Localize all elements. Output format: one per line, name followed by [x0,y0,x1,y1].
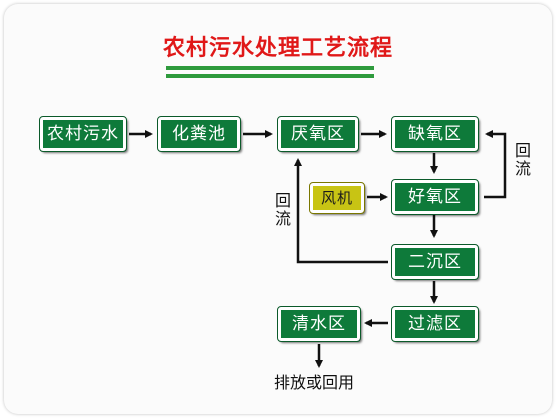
node-anoxic-zone: 缺氧区 [391,116,479,152]
node-aerobic-zone: 好氧区 [391,179,479,215]
reflux-right-label: 回流 [514,141,531,178]
node-secondary-settling-zone: 二沉区 [391,244,479,280]
node-anaerobic-zone: 厌氧区 [277,116,359,152]
reflux-right-loop [484,130,507,199]
diagram-title: 农村污水处理工艺流程 [162,36,393,61]
reflux-left-label: 回流 [274,191,291,228]
node-fan: 风机 [309,182,365,214]
node-septic-tank: 化粪池 [157,116,241,152]
discharge-label: 排放或回用 [274,373,355,392]
node-clear-water-zone: 清水区 [277,306,361,342]
title-underline-top [166,66,374,70]
reflux-left-loop [294,158,388,264]
node-rural-sewage: 农村污水 [39,116,127,152]
node-filtration-zone: 过滤区 [391,306,479,342]
title-underline-bottom [166,74,374,78]
